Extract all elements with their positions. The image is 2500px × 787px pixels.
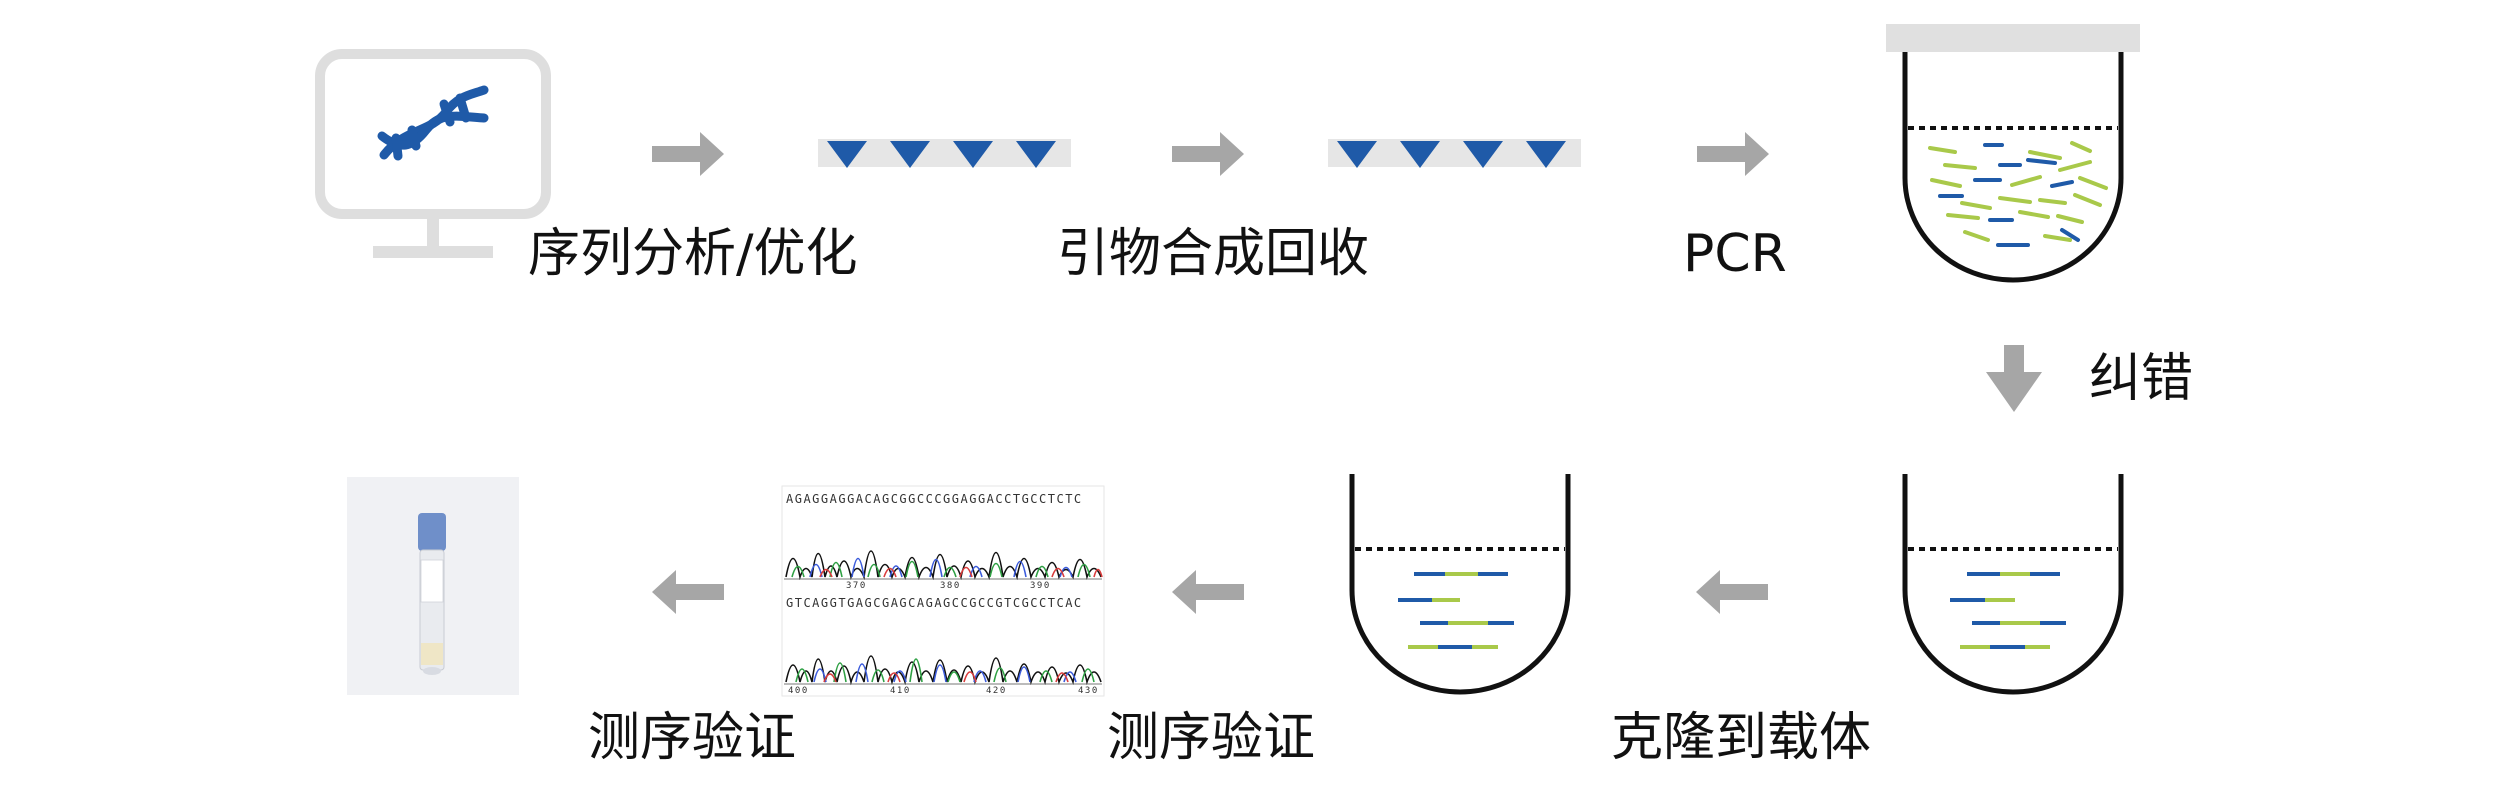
sample-tube-photo (347, 477, 519, 695)
step-label-correction: 纠错 (2089, 349, 2194, 409)
tick-label: 400 (788, 686, 809, 696)
sequence-bottom: GTCAGGTGAGCGAGCAGAGCCGCCGTCGCCTCAC (786, 596, 1083, 610)
corrected-tube (1902, 474, 2124, 695)
arrow-icon (652, 132, 724, 176)
tick-label: 390 (1030, 581, 1051, 591)
step-label-analysis: 序列分析/优化 (528, 224, 858, 284)
step-label-pcr: PCR (1683, 224, 1787, 284)
arrow-icon (1172, 132, 1244, 176)
tick-label: 370 (846, 581, 867, 591)
primer-strip (818, 139, 1071, 168)
arrow-icon (1986, 345, 2042, 412)
tick-label: 380 (940, 581, 961, 591)
tick-label: 420 (986, 686, 1007, 696)
monitor-icon (315, 49, 551, 258)
tick-label: 430 (1078, 686, 1099, 696)
step-label-primer: 引物合成回收 (1057, 224, 1370, 284)
chromatogram-image (781, 485, 1105, 697)
primer-strip (1328, 139, 1581, 168)
arrow-icon (1696, 570, 1768, 614)
step-label-sequencing: 测序验证 (1107, 708, 1316, 768)
pcr-tube (1886, 24, 2140, 283)
step-label-cloning: 克隆到载体 (1611, 708, 1872, 768)
arrow-icon (1697, 132, 1769, 176)
sequence-top: AGAGGAGGACAGCGGCCCGGAGGACCTGCCTCTC (786, 492, 1083, 506)
cloning-tube (1349, 474, 1571, 695)
tick-label: 410 (890, 686, 911, 696)
dna-icon (377, 85, 489, 161)
step-label-delivery: 测序验证 (588, 708, 797, 768)
arrow-icon (1172, 570, 1244, 614)
arrow-icon (652, 570, 724, 614)
